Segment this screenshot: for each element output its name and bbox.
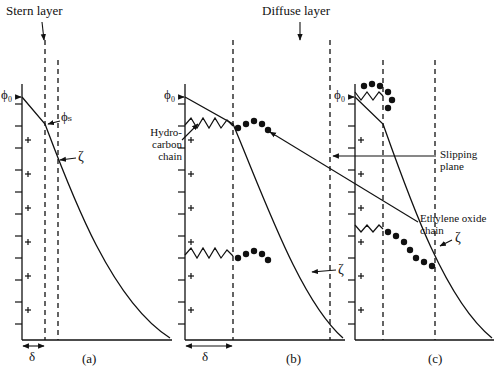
thickness-label: δ bbox=[202, 350, 208, 364]
panel-label: (a) bbox=[82, 352, 96, 366]
chain-label: Hydro- carbon chain bbox=[130, 126, 182, 162]
thickness-label: δ bbox=[29, 350, 35, 364]
potential-curve bbox=[22, 97, 170, 338]
surface-charges bbox=[15, 104, 364, 324]
zeta-label: ζ bbox=[78, 149, 84, 164]
potential-label: ϕ₀ bbox=[164, 88, 175, 102]
stern-plane bbox=[232, 40, 233, 340]
ethylene-oxide-chains bbox=[235, 81, 435, 269]
zeta-label: ζ bbox=[455, 230, 461, 245]
distance-axis bbox=[185, 339, 345, 340]
slipping-plane bbox=[57, 60, 58, 340]
leader-arrows bbox=[17, 22, 452, 272]
slipping-plane bbox=[329, 40, 330, 340]
thickness-arrows bbox=[23, 345, 232, 346]
panel-label: (b) bbox=[286, 352, 301, 366]
slipping-plane bbox=[434, 60, 435, 340]
potential-label: ϕₛ bbox=[61, 110, 72, 124]
potential-label: ϕ₀ bbox=[1, 88, 12, 102]
layer-label: Stern layer bbox=[6, 4, 86, 18]
potential-curve bbox=[185, 97, 343, 338]
potential-label: ϕ₀ bbox=[334, 88, 345, 102]
panel-label: (c) bbox=[428, 352, 442, 366]
layer-label: Diffuse layer bbox=[262, 4, 352, 18]
distance-axis bbox=[355, 339, 494, 340]
zeta-label: ζ bbox=[338, 262, 344, 277]
stern-plane bbox=[44, 40, 45, 340]
hydrocarbon-chains bbox=[185, 92, 383, 258]
plane-label: Slipping plane bbox=[440, 148, 498, 172]
